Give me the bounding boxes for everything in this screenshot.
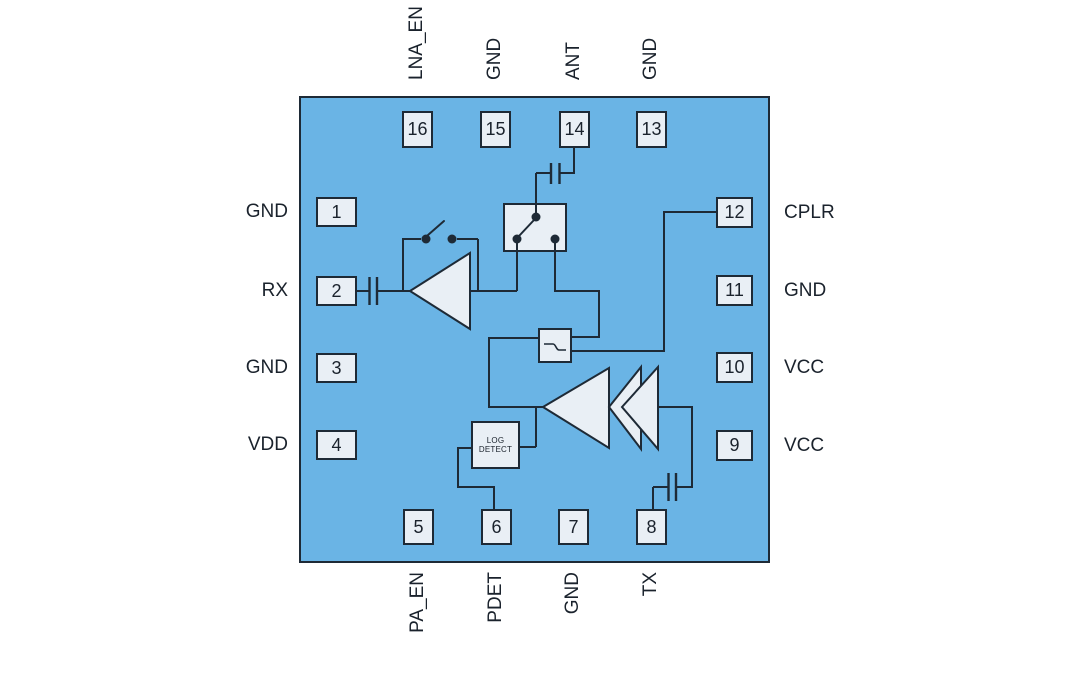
pin-box-12: 12: [716, 197, 753, 228]
pin-label-2-rx: RX: [261, 280, 288, 301]
pin-label-1-gnd: GND: [245, 201, 288, 222]
pin-box-13: 13: [636, 111, 667, 148]
pin-box-4: 4: [316, 430, 357, 460]
log-detect-block: LOG DETECT: [471, 421, 520, 469]
pin-box-1: 1: [316, 197, 357, 227]
pin-box-3: 3: [316, 353, 357, 383]
pin-box-8: 8: [636, 509, 667, 545]
rx-capacitor-icon: [368, 277, 379, 305]
pin-box-10: 10: [716, 352, 753, 383]
pin-label-14-ant: ANT: [563, 42, 584, 80]
bypass-switch-lever-icon: [427, 220, 445, 236]
coupler-wire: [571, 211, 716, 352]
pin-box-7: 7: [558, 509, 589, 545]
pin-box-16: 16: [402, 111, 433, 148]
pin-label-3-gnd: GND: [245, 357, 288, 378]
pin-box-6: 6: [481, 509, 512, 545]
pin-label-15-gnd: GND: [484, 37, 505, 80]
pin-label-4-vdd: VDD: [247, 434, 288, 455]
lna-bypass-wire: [402, 238, 479, 291]
pin-label-5-pa-en: PA_EN: [407, 572, 428, 633]
log-detect-label-line1: LOG: [486, 435, 505, 445]
pin-box-2: 2: [316, 276, 357, 306]
log-detect-to-pdet-wire: [457, 447, 495, 509]
switch-to-filter-wire: [554, 243, 600, 338]
pin-box-14: 14: [559, 111, 590, 148]
switch-lever-icon: [518, 219, 535, 237]
pin-box-9: 9: [716, 430, 753, 461]
lowpass-filter-icon: [544, 343, 566, 351]
lna-amplifier-icon: [408, 251, 471, 331]
log-detect-tap-wire: [520, 407, 537, 448]
circuit-wiring: [357, 148, 716, 509]
pin-label-12-cplr: CPLR: [784, 202, 835, 223]
pa-to-filter-wire: [488, 337, 543, 408]
pin-label-8-tx: TX: [640, 572, 661, 597]
pin-label-13-gnd: GND: [640, 37, 661, 80]
antenna-wire: [535, 148, 575, 217]
log-detect-label-line2: DETECT: [478, 445, 513, 454]
tx-capacitor-icon: [667, 473, 678, 501]
pin-label-6-pdet: PDET: [485, 572, 506, 623]
pin-box-5: 5: [403, 509, 434, 545]
pin-box-15: 15: [480, 111, 511, 148]
pin-box-11: 11: [716, 275, 753, 306]
pin-label-9-vcc: VCC: [784, 435, 825, 456]
switch-tx-contact: [550, 234, 560, 244]
antenna-capacitor-icon: [549, 163, 561, 184]
pin-label-16-lna-en: LNA_EN: [406, 6, 427, 80]
pa-stage-1-icon: [541, 366, 610, 450]
pin-label-11-gnd: GND: [784, 280, 827, 301]
tx-wire: [652, 406, 693, 509]
diagram-root: { "diagram": { "kind": "rf-front-end-mod…: [245, 6, 835, 633]
bypass-switch-contact-right: [447, 234, 457, 244]
pin-label-7-gnd: GND: [562, 572, 583, 615]
pin-label-10-vcc: VCC: [784, 357, 825, 378]
bypass-switch-contact-left: [421, 234, 431, 244]
